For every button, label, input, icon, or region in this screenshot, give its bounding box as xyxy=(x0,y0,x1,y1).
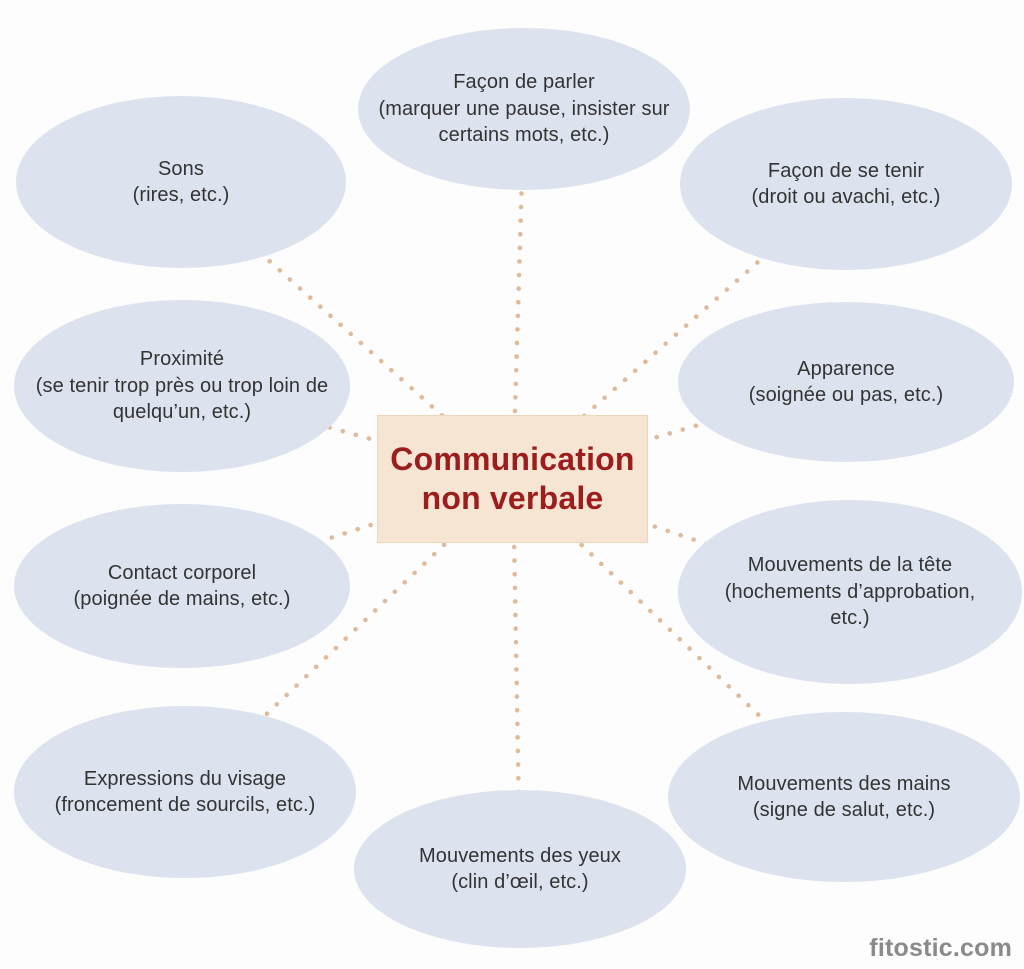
center-topic: Communication non verbale xyxy=(377,415,648,543)
node-label: Apparence xyxy=(797,357,895,380)
node-label: Mouvements des yeux xyxy=(419,844,621,867)
node-label: Expressions du visage xyxy=(83,767,287,790)
node-facon-de-se-tenir: Façon de se tenir (droit ou avachi, etc.… xyxy=(680,98,1012,270)
node-expressions-visage: Expressions du visage (froncement de sou… xyxy=(14,706,356,878)
node-label: Sons xyxy=(157,157,204,180)
node-detail: (froncement de sourcils, etc.) xyxy=(54,794,316,816)
watermark: fitostic.com xyxy=(869,934,1012,962)
center-topic-line2: non verbale xyxy=(421,480,604,516)
node-proximite: Proximité (se tenir trop près ou trop lo… xyxy=(14,300,350,472)
node-label: Contact corporel xyxy=(107,561,257,584)
center-topic-line1: Communication xyxy=(390,440,635,477)
node-detail: (droit ou avachi, etc.) xyxy=(751,186,941,208)
node-detail: (hochements d’approbation, etc.) xyxy=(724,580,976,630)
node-facon-de-parler: Façon de parler (marquer une pause, insi… xyxy=(358,28,690,190)
node-label: Mouvements des mains xyxy=(737,772,951,795)
node-detail: (poignée de mains, etc.) xyxy=(73,588,291,610)
node-mouvements-yeux: Mouvements des yeux (clin d’œil, etc.) xyxy=(354,790,686,948)
node-detail: (signe de salut, etc.) xyxy=(752,799,936,821)
connector-line-mouvements-tete xyxy=(510,476,853,595)
node-label: Façon de parler xyxy=(453,71,595,94)
node-contact-corporel: Contact corporel (poignée de mains, etc.… xyxy=(14,504,350,668)
node-detail: (marquer une pause, insister sur certain… xyxy=(378,97,670,147)
node-sons: Sons (rires, etc.) xyxy=(16,96,346,268)
node-label: Mouvements de la tête xyxy=(747,554,953,577)
node-detail: (soignée ou pas, etc.) xyxy=(748,384,944,406)
node-detail: (clin d’œil, etc.) xyxy=(451,871,589,893)
node-label: Façon de se tenir xyxy=(767,159,925,182)
node-detail: (se tenir trop près ou trop loin de quel… xyxy=(35,374,329,424)
node-mouvements-mains: Mouvements des mains (signe de salut, et… xyxy=(668,712,1020,882)
node-mouvements-tete: Mouvements de la tête (hochements d’appr… xyxy=(678,500,1022,684)
node-label: Proximité xyxy=(139,348,225,371)
node-apparence: Apparence (soignée ou pas, etc.) xyxy=(678,302,1014,462)
node-detail: (rires, etc.) xyxy=(132,184,230,206)
